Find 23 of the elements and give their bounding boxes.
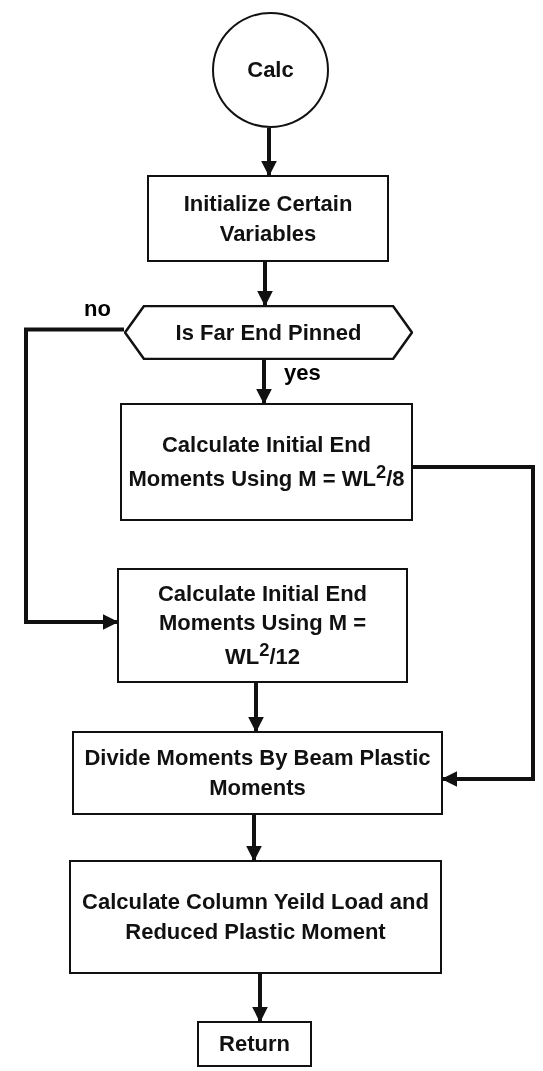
- node-label: Calculate Initial End Moments Using M = WL$^{2}$/12: [156, 579, 368, 672]
- node-label: Calc: [246, 56, 295, 85]
- arrow: [24, 327, 124, 630]
- process-box: [197, 1021, 312, 1067]
- arrow: [252, 974, 268, 1023]
- process-box: [117, 568, 408, 683]
- arrow: [256, 360, 272, 405]
- node-label: Calculate Column Yeild Load and Reduced Plastic Moment: [81, 888, 430, 946]
- process-box: [120, 403, 413, 521]
- arrow: [248, 683, 264, 733]
- process-box: [69, 860, 442, 974]
- process-box: [72, 731, 443, 815]
- node-label: Calculate Initial End Moments Using M = WL$^{2}$/8: [127, 431, 406, 494]
- decision-hexagon: [124, 305, 413, 360]
- node-label: Is Far End Pinned: [174, 318, 363, 347]
- arrow: [413, 465, 535, 787]
- node-label: Initialize Certain Variables: [182, 189, 354, 248]
- node-label: Divide Moments By Beam Plastic Moments: [83, 744, 432, 802]
- arrow: [246, 815, 262, 862]
- process-box: [147, 175, 389, 262]
- node-label: Return: [218, 1030, 291, 1059]
- arrow: [257, 262, 273, 307]
- arrow: [261, 128, 277, 177]
